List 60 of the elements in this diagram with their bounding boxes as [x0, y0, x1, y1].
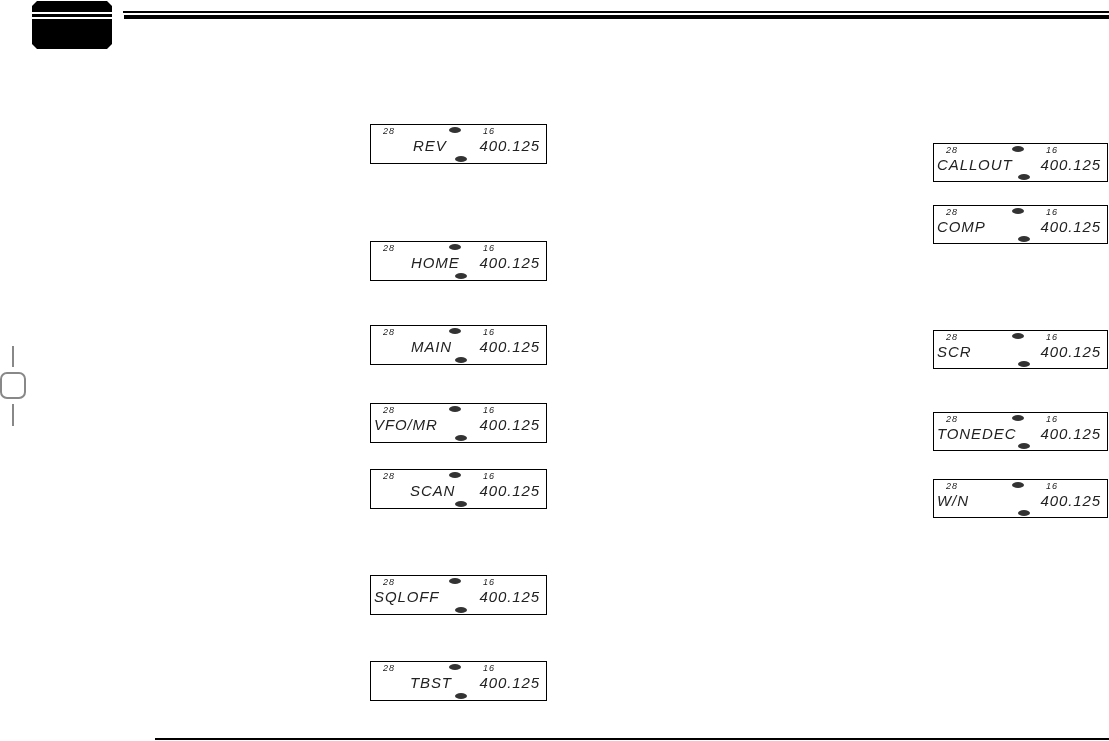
mode-text: CALLOUT: [937, 156, 1013, 173]
lcd-display: [933, 412, 1108, 451]
mode-text: SCAN: [410, 482, 456, 499]
lcd-display: [370, 575, 547, 615]
channel-number: 28: [383, 663, 395, 673]
frequency-text: 400.125: [1040, 492, 1101, 509]
mode-text: MAIN: [411, 338, 453, 355]
mode-text: REV: [413, 137, 447, 154]
lcd-display: [933, 143, 1108, 182]
lcd-number: 16: [1046, 207, 1058, 217]
lcd-display: [933, 479, 1108, 518]
frequency-text: 400.125: [479, 416, 540, 433]
channel-number: 28: [383, 327, 395, 337]
lcd-number: 16: [483, 405, 495, 415]
mode-text: TBST: [410, 674, 452, 691]
channel-number: 28: [946, 332, 958, 342]
mode-text: COMP: [937, 218, 986, 235]
channel-number: 28: [946, 481, 958, 491]
lcd-number: 16: [483, 471, 495, 481]
lcd-display: [370, 325, 547, 365]
lcd-number: 16: [1046, 414, 1058, 424]
lcd-display: [370, 403, 547, 443]
lcd-number: 16: [483, 663, 495, 673]
lcd-display: [370, 124, 547, 164]
lcd-number: 16: [483, 327, 495, 337]
lcd-number: 16: [483, 126, 495, 136]
channel-number: 28: [946, 414, 958, 424]
mode-text: SQLOFF: [374, 588, 440, 605]
lcd-number: 16: [1046, 145, 1058, 155]
channel-number: 28: [383, 126, 395, 136]
frequency-text: 400.125: [479, 254, 540, 271]
mode-text: VFO/MR: [374, 416, 438, 433]
mode-text: TONEDEC: [937, 425, 1017, 442]
lcd-display: [370, 469, 547, 509]
frequency-text: 400.125: [479, 137, 540, 154]
channel-number: 28: [946, 145, 958, 155]
lcd-display: [933, 205, 1108, 244]
frequency-text: 400.125: [1040, 218, 1101, 235]
lcd-number: 16: [483, 577, 495, 587]
lcd-display: [370, 661, 547, 701]
channel-number: 28: [383, 243, 395, 253]
channel-number: 28: [383, 471, 395, 481]
mode-text: W/N: [937, 492, 969, 509]
frequency-text: 400.125: [479, 674, 540, 691]
frequency-text: 400.125: [479, 482, 540, 499]
channel-number: 28: [946, 207, 958, 217]
frequency-text: 400.125: [1040, 343, 1101, 360]
lcd-display: [933, 330, 1108, 369]
channel-number: 28: [383, 577, 395, 587]
lcd-number: 16: [483, 243, 495, 253]
lcd-display: [370, 241, 547, 281]
mode-text: HOME: [411, 254, 460, 271]
lcd-number: 16: [1046, 332, 1058, 342]
frequency-text: 400.125: [1040, 425, 1101, 442]
channel-number: 28: [383, 405, 395, 415]
mode-text: SCR: [937, 343, 972, 360]
frequency-text: 400.125: [479, 338, 540, 355]
frequency-text: 400.125: [479, 588, 540, 605]
lcd-number: 16: [1046, 481, 1058, 491]
frequency-text: 400.125: [1040, 156, 1101, 173]
